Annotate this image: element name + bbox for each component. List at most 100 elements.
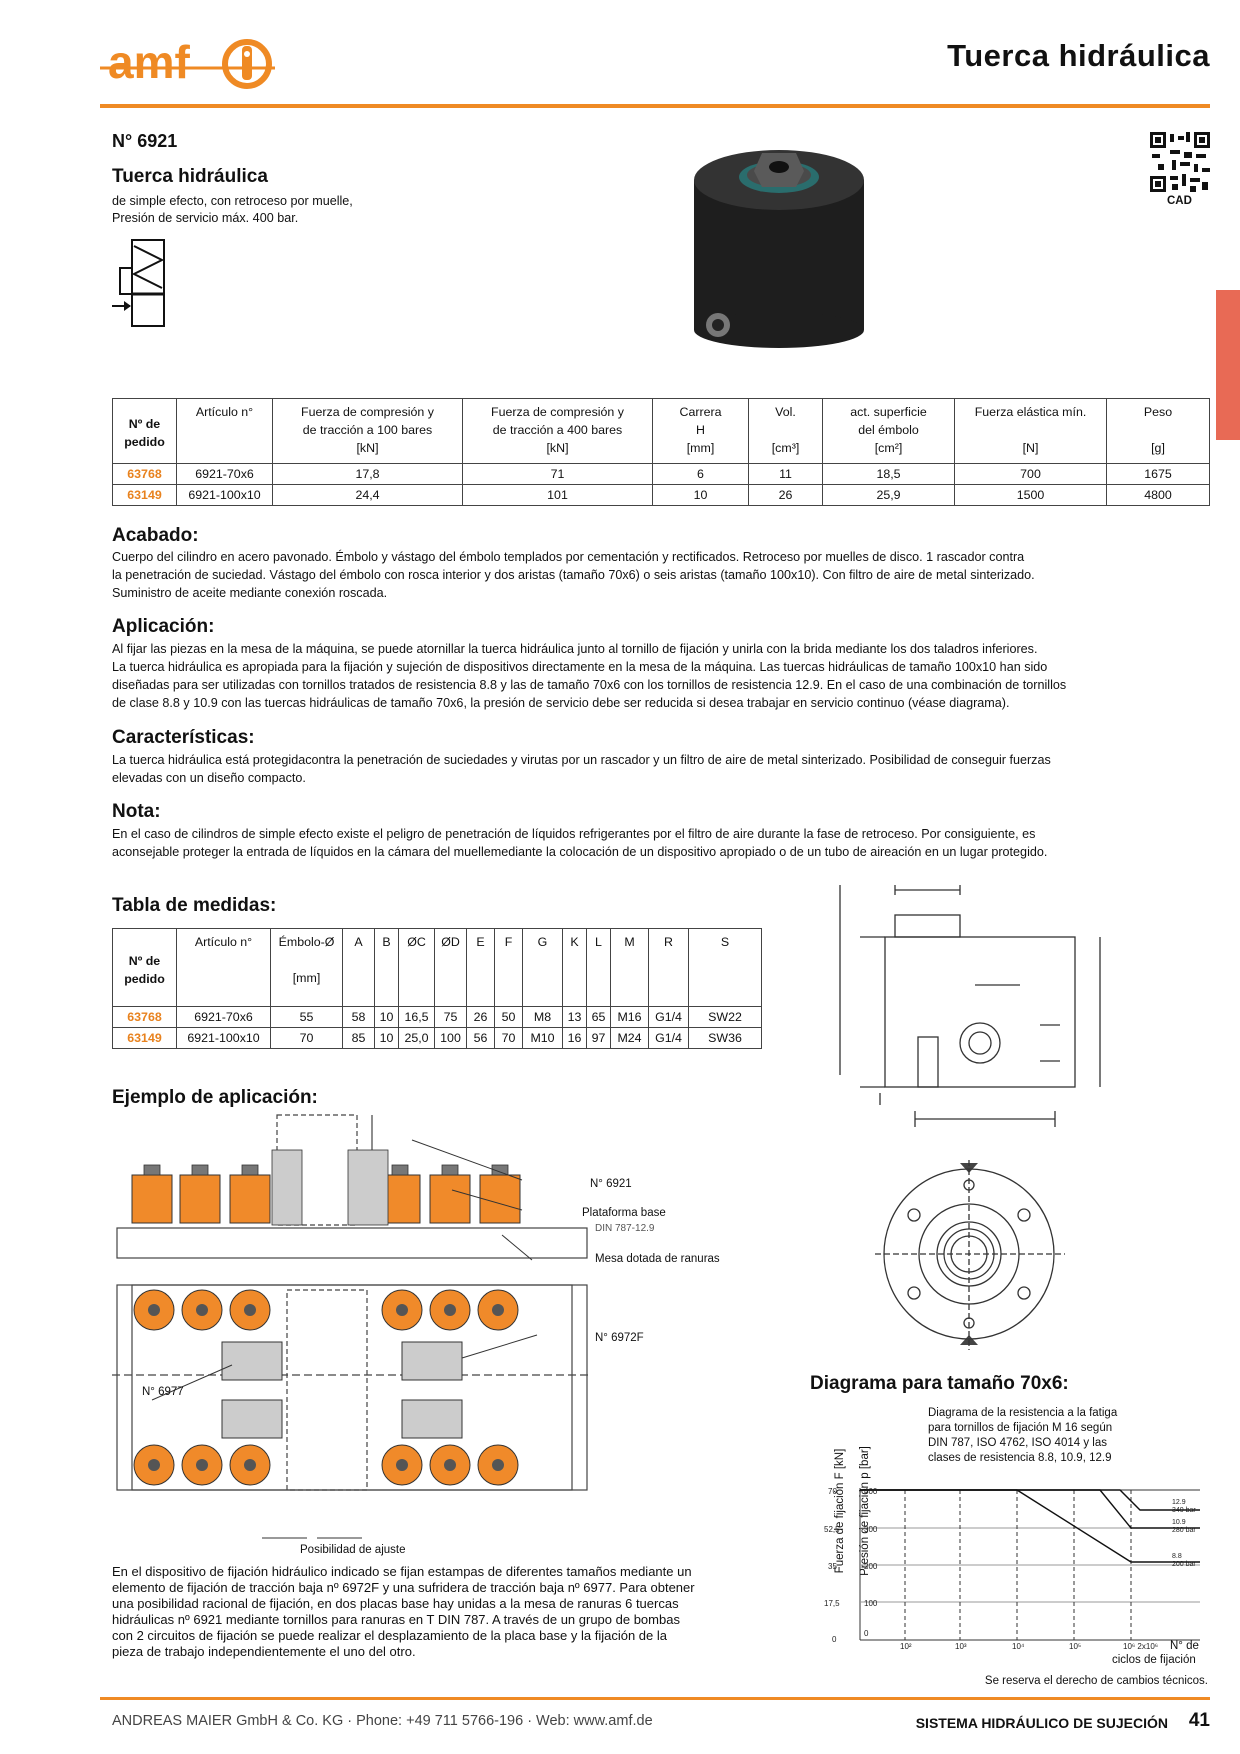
example-heading: Ejemplo de aplicación: <box>112 1087 318 1108</box>
product-desc-1: de simple efecto, con retroceso por muel… <box>112 194 353 208</box>
svg-text:amf: amf <box>108 36 190 88</box>
col-vol: Vol. [cm³] <box>748 398 823 464</box>
curve-label: 10.9 <box>1172 1519 1186 1526</box>
hydraulic-symbol-icon <box>112 238 172 330</box>
y1-tick: 52,5 <box>824 1525 840 1534</box>
order-link[interactable]: 63149 <box>112 1027 177 1049</box>
table-row: 63768 6921-70x6 17,8 71 6 11 18,5 700 16… <box>112 463 1210 485</box>
cell: 16 <box>562 1027 587 1049</box>
cell: M10 <box>522 1027 563 1049</box>
dim-table-heading: Tabla de medidas: <box>112 895 277 916</box>
y1-tick: 70 <box>828 1487 837 1496</box>
curve-label: 200 bar <box>1172 1561 1196 1568</box>
order-link[interactable]: 63149 <box>112 484 177 506</box>
cell: 97 <box>586 1027 611 1049</box>
footer-company: ANDREAS MAIER GmbH & Co. KG · Phone: +49… <box>112 1713 653 1729</box>
dimension-drawing <box>820 875 1130 1355</box>
cell: 70 <box>270 1027 343 1049</box>
example-line-4: hidráulicas nº 6921 mediante tornillos p… <box>112 1612 680 1627</box>
cell: 101 <box>462 484 653 506</box>
nota-line-2: aconsejable proteger la entrada de líqui… <box>112 845 1048 859</box>
aplicacion-line-1: Al fijar las piezas en la mesa de la máq… <box>112 642 1038 656</box>
cell: SW36 <box>688 1027 762 1049</box>
cell: 1500 <box>954 484 1107 506</box>
diagram-caption-2: para tornillos de fijación M 16 según <box>928 1422 1113 1434</box>
label-plataforma: Plataforma base <box>582 1207 666 1219</box>
col-k: K <box>562 928 587 1007</box>
cad-qr-code[interactable] <box>1150 132 1210 192</box>
rights-notice: Se reserva el derecho de cambios técnico… <box>984 1675 1208 1687</box>
cell: 10 <box>652 484 749 506</box>
col-order: Nº de pedido <box>112 398 177 464</box>
col-f: F <box>494 928 523 1007</box>
cell: 6921-70x6 <box>176 463 273 485</box>
section-tab[interactable] <box>1216 290 1240 440</box>
cell: 6921-100x10 <box>176 1027 271 1049</box>
col-e: E <box>466 928 495 1007</box>
curve-label: 12.9 <box>1172 1499 1186 1506</box>
col-b: B <box>374 928 399 1007</box>
x-axis-label-1: N° de <box>1170 1640 1199 1652</box>
col-weight: Peso [g] <box>1106 398 1210 464</box>
page-title: Tuerca hidráulica <box>947 38 1210 73</box>
cell: 10 <box>374 1006 399 1028</box>
acabado-heading: Acabado: <box>112 525 199 546</box>
cell: 50 <box>494 1006 523 1028</box>
nota-line-1: En el caso de cilindros de simple efecto… <box>112 827 1036 841</box>
col-a: A <box>342 928 375 1007</box>
cell: 16,5 <box>398 1006 435 1028</box>
dim-table: Nº de pedido Artículo n° Émbolo-Ø [mm] A… <box>112 928 762 1049</box>
cell: 13 <box>562 1006 587 1028</box>
label-6977: N° 6977 <box>142 1386 184 1398</box>
y2-tick: 400 <box>864 1487 878 1496</box>
fatigue-diagram: 70 52,5 35 17,5 0 400 300 200 100 0 10² … <box>820 1480 1200 1651</box>
cell: 700 <box>954 463 1107 485</box>
footer-rule <box>100 1697 1210 1700</box>
cell: G1/4 <box>648 1006 689 1028</box>
order-link[interactable]: 63768 <box>112 463 177 485</box>
caracteristicas-line-2: elevadas con un diseño compacto. <box>112 771 306 785</box>
col-d: ØD <box>434 928 467 1007</box>
example-line-3: una posibilidad racional de fijación, en… <box>112 1596 679 1611</box>
label-mesa: Mesa dotada de ranuras <box>595 1253 720 1265</box>
order-link[interactable]: 63768 <box>112 1006 177 1028</box>
col-c: ØC <box>398 928 435 1007</box>
acabado-line-2: la penetración de suciedad. Vástago del … <box>112 568 1035 582</box>
x-axis-label-2: ciclos de fijación <box>1112 1654 1196 1666</box>
cell: 18,5 <box>822 463 955 485</box>
cell: 11 <box>748 463 823 485</box>
x-tick: 10³ <box>955 1642 967 1650</box>
label-ajuste: Posibilidad de ajuste <box>300 1544 406 1556</box>
cell: 10 <box>374 1027 399 1049</box>
aplicacion-line-2: La tuerca hidráulica es apropiada para l… <box>112 660 1048 674</box>
y1-tick: 35 <box>828 1562 837 1571</box>
product-name: Tuerca hidráulica <box>112 166 268 187</box>
col-spring: Fuerza elástica mín. [N] <box>954 398 1107 464</box>
curve-label: 340 bar <box>1172 1507 1196 1514</box>
col-g: G <box>522 928 563 1007</box>
cell: 6921-70x6 <box>176 1006 271 1028</box>
cell: 71 <box>462 463 653 485</box>
table-row: 63768 6921-70x6 55 58 10 16,5 75 26 50 M… <box>112 1006 762 1028</box>
acabado-line-3: Suministro de aceite mediante conexión r… <box>112 586 388 600</box>
curve-label: 8.8 <box>1172 1553 1182 1560</box>
x-tick: 10² <box>900 1642 912 1650</box>
caracteristicas-line-1: La tuerca hidráulica está protegidacontr… <box>112 753 1051 767</box>
col-order: Nº de pedido <box>112 928 177 1007</box>
cell: 17,8 <box>272 463 463 485</box>
y2-tick: 100 <box>864 1599 878 1608</box>
cell: 1675 <box>1106 463 1210 485</box>
x-tick: 10⁶ 2x10⁶ <box>1123 1642 1158 1650</box>
nota-heading: Nota: <box>112 801 161 822</box>
cell: 56 <box>466 1027 495 1049</box>
diagram-heading: Diagrama para tamaño 70x6: <box>810 1373 1069 1394</box>
cell: 24,4 <box>272 484 463 506</box>
aplicacion-line-3: diseñadas para ser utilizadas con tornil… <box>112 678 1067 692</box>
product-number: N° 6921 <box>112 131 178 151</box>
product-desc-2: Presión de servicio máx. 400 bar. <box>112 211 299 225</box>
cell: SW22 <box>688 1006 762 1028</box>
x-tick: 10⁴ <box>1012 1642 1025 1650</box>
